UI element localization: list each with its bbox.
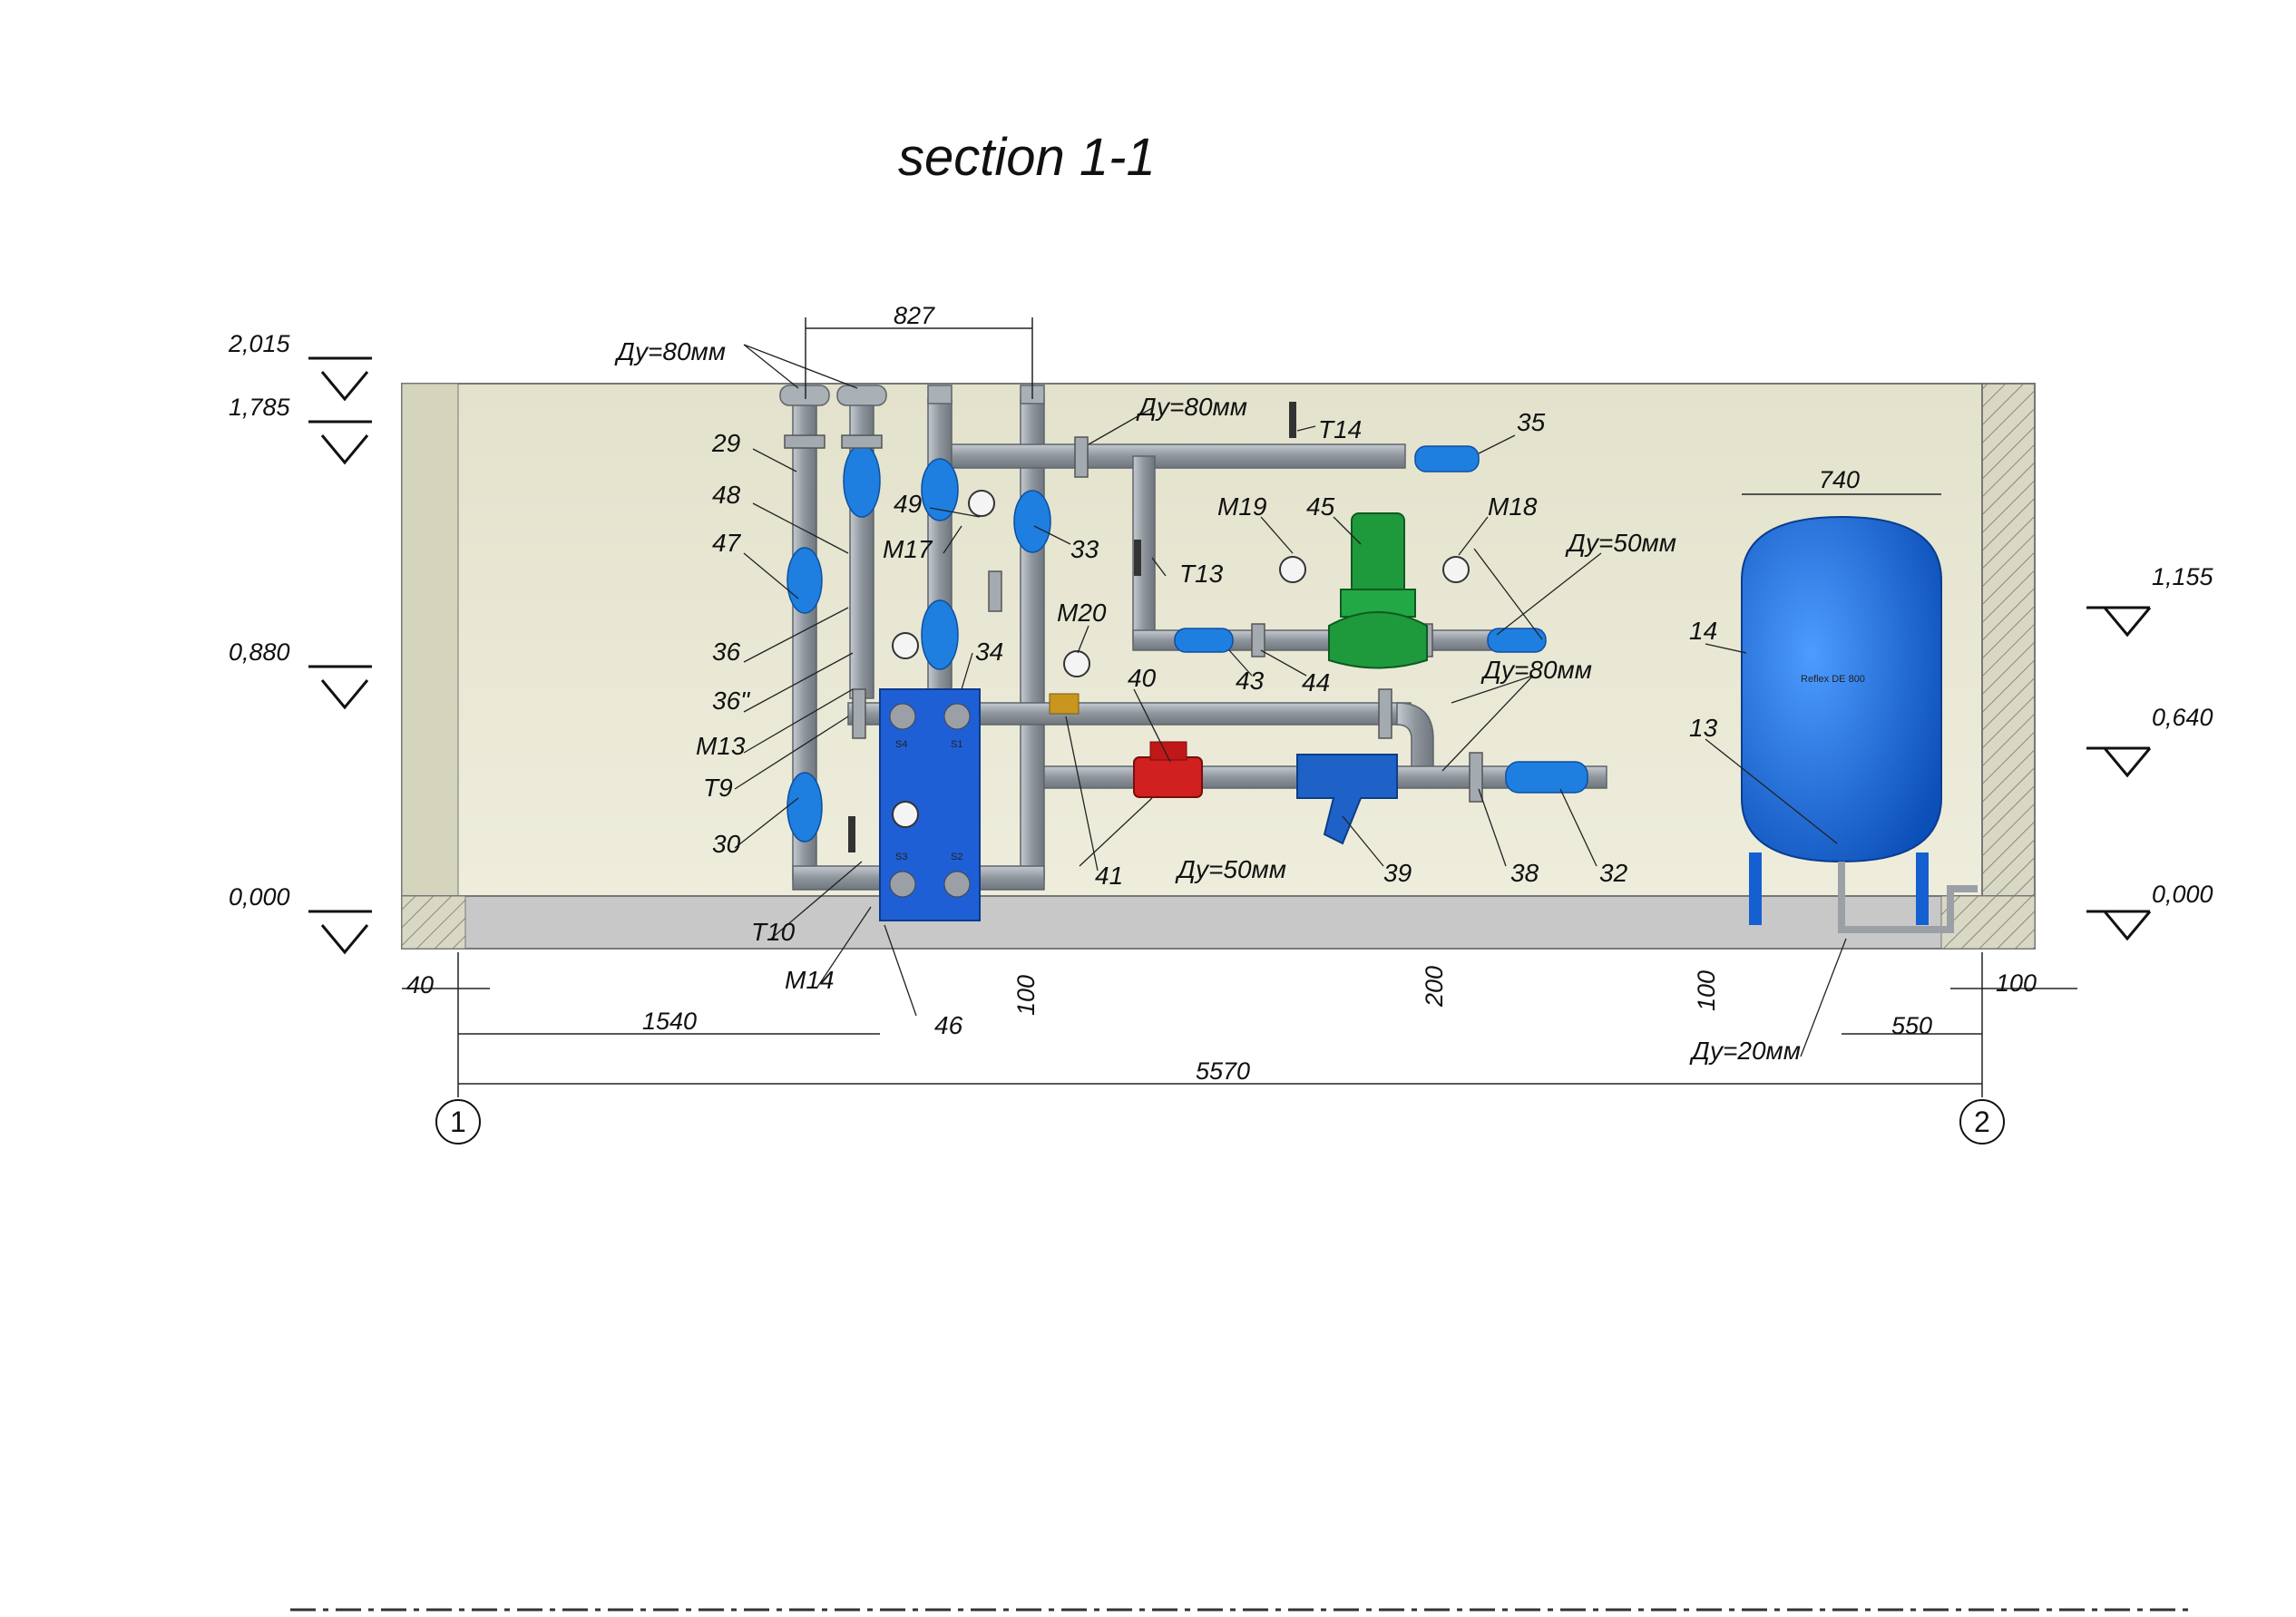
plate-heat-exchanger: S4 S1 S3 S2: [879, 688, 981, 921]
callout-m13: M13: [696, 732, 746, 760]
callout-49: 49: [894, 490, 922, 518]
right-wall-hatch: [1981, 383, 2036, 947]
axis-markers: 1 2: [435, 1099, 2005, 1145]
diameter-labels: Ду=80мм Ду=80мм Ду=50мм Ду=80мм Ду=50мм …: [614, 337, 1801, 1065]
callout-47: 47: [712, 529, 742, 557]
elev-right-1155: 1,155: [2152, 563, 2214, 590]
axis-2: 2: [1974, 1106, 1990, 1138]
dim-40: 40: [406, 971, 434, 998]
elev-left-2015: 2,015: [228, 330, 291, 357]
callout-14: 14: [1689, 617, 1717, 645]
dim-5570: 5570: [1196, 1057, 1250, 1085]
callout-t9: T9: [703, 774, 733, 802]
callout-48: 48: [712, 481, 741, 509]
dim-100-c: 100: [1996, 969, 2037, 997]
callout-29: 29: [711, 429, 740, 457]
du50-lower: Ду=50мм: [1175, 855, 1286, 883]
callout-labels: 29 48 47 36 36" M13 T9 30 T10 M14 46 49 …: [696, 408, 1718, 1039]
du80-top-right: Ду=80мм: [1136, 393, 1247, 421]
callout-t10: T10: [751, 918, 796, 946]
callout-40: 40: [1128, 664, 1157, 692]
du20-drain: Ду=20мм: [1689, 1037, 1801, 1065]
callout-44: 44: [1302, 668, 1330, 696]
elevation-labels: 2,015 1,785 0,880 0,000 1,155 0,640 0,00…: [228, 330, 2214, 911]
port-s2: S2: [951, 852, 962, 862]
elev-left-1785: 1,785: [229, 394, 291, 421]
floor-slab: [401, 895, 2036, 950]
callout-m17: M17: [883, 535, 933, 563]
dimension-lines: [402, 317, 2077, 1097]
du80-top-left: Ду=80мм: [614, 337, 726, 365]
expansion-tank: Reflex DE 800: [1741, 515, 1978, 933]
callout-30: 30: [712, 830, 741, 858]
dim-550: 550: [1891, 1012, 1932, 1039]
callout-m18: M18: [1488, 492, 1538, 521]
elev-right-0640: 0,640: [2152, 704, 2213, 731]
callout-34: 34: [975, 638, 1003, 666]
dimension-labels: 827 740 40 1540 5570 100 200 100 550 100: [406, 302, 2037, 1085]
port-s4: S4: [895, 739, 907, 750]
port-s3: S3: [895, 852, 907, 862]
elevation-markers: [308, 356, 2152, 955]
dim-740: 740: [1819, 466, 1860, 493]
section-title: section 1-1: [898, 128, 1156, 187]
elev-left-0880: 0,880: [229, 638, 290, 666]
dim-1540: 1540: [642, 1008, 697, 1035]
floor-hatch-left: [401, 895, 466, 950]
tank-label: Reflex DE 800: [1801, 674, 1865, 685]
left-wall-strip: [401, 383, 459, 897]
circulation-pump: [1328, 512, 1428, 669]
callout-35: 35: [1517, 408, 1546, 436]
callout-46: 46: [934, 1011, 963, 1039]
axis-1: 1: [450, 1106, 466, 1138]
elev-right-0000: 0,000: [2152, 881, 2213, 908]
du50-pump-line: Ду=50мм: [1565, 529, 1676, 557]
y-strainer: [1296, 754, 1398, 845]
dim-100-a: 100: [1012, 975, 1040, 1016]
callout-t14: T14: [1318, 415, 1362, 443]
pressure-gauges: [892, 490, 1470, 828]
callout-m19: M19: [1217, 492, 1266, 521]
port-s1: S1: [951, 739, 962, 750]
callout-36b: 36": [712, 687, 750, 715]
callout-39: 39: [1383, 859, 1412, 887]
balancing-valve-red: [1133, 741, 1203, 798]
floor-hatch-right: [1940, 895, 2036, 950]
callout-45: 45: [1306, 492, 1335, 521]
callout-38: 38: [1510, 859, 1539, 887]
elev-left-0000: 0,000: [229, 883, 290, 911]
leader-lines: [734, 344, 1847, 1057]
callout-41: 41: [1095, 862, 1123, 890]
callout-43: 43: [1236, 667, 1265, 695]
callout-33: 33: [1070, 535, 1099, 563]
brass-fitting: [1049, 693, 1080, 715]
thermometers: [848, 402, 1296, 852]
callout-13: 13: [1689, 714, 1718, 742]
callout-m20: M20: [1057, 599, 1107, 627]
dim-100-b: 100: [1693, 970, 1720, 1011]
callout-t13: T13: [1179, 560, 1224, 588]
dim-827: 827: [894, 302, 935, 329]
callout-m14: M14: [785, 966, 834, 994]
du80-mid: Ду=80мм: [1480, 656, 1592, 684]
dim-200: 200: [1421, 966, 1448, 1008]
callout-32: 32: [1599, 859, 1628, 887]
callout-36: 36: [712, 638, 741, 666]
